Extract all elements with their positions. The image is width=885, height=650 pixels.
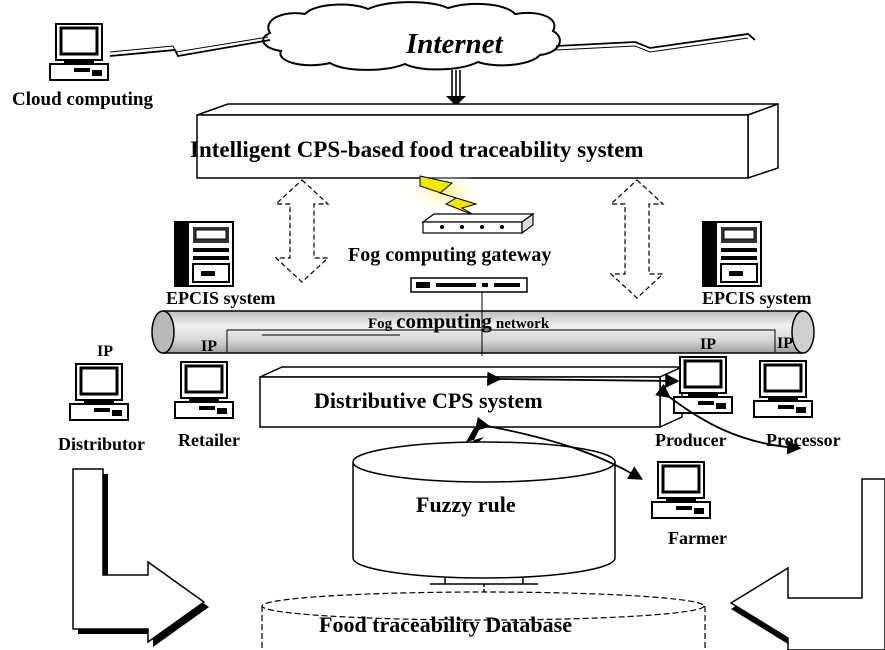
fog-network-prefix: Fog <box>368 316 393 332</box>
database-cylinder <box>261 591 706 650</box>
network-switch-icon <box>410 277 528 293</box>
big-arrow-left <box>72 468 209 647</box>
fuzzy-rule-label: Fuzzy rule <box>416 492 516 517</box>
processor-label: Processor <box>766 430 841 450</box>
distributor-computer-icon <box>68 362 130 422</box>
internet-link-right <box>555 33 756 49</box>
lightning-icon <box>403 172 487 217</box>
retailer-label: Retailer <box>178 430 240 450</box>
fog-network-suffix: network <box>495 316 550 332</box>
router-icon <box>421 212 535 235</box>
cps-system-title: Intelligent CPS-based food traceability … <box>190 137 644 162</box>
fog-network-label: Fog computing network <box>368 311 549 332</box>
cloud-computing-computer-icon <box>48 22 110 82</box>
farmer-computer-icon <box>650 460 712 520</box>
big-arrow-right <box>729 478 885 650</box>
fog-network-main: computing <box>396 309 492 333</box>
fuzzy-rule-cylinder <box>352 441 616 600</box>
fog-network-tube <box>151 292 815 356</box>
connection-arrows <box>475 371 802 480</box>
internet-link-right-2 <box>555 37 749 53</box>
internet-down-arrow <box>446 70 466 106</box>
distributor-label: Distributor <box>58 434 145 454</box>
dashed-double-arrow-right <box>609 179 665 299</box>
ip-label-retailer: IP <box>201 338 217 355</box>
ip-label-producer: IP <box>700 336 716 353</box>
fog-gateway-label: Fog computing gateway <box>348 244 552 266</box>
internet-link-left-2 <box>109 36 269 53</box>
internet-label: Internet <box>406 28 503 60</box>
epcis-right-label: EPCIS system <box>702 288 812 308</box>
cps-system-box <box>196 102 779 180</box>
internet-cloud <box>262 1 561 71</box>
internet-link-left <box>109 39 271 58</box>
database-label: Food traceability Database <box>319 612 572 637</box>
dashed-double-arrow-left <box>274 179 330 283</box>
farmer-label: Farmer <box>668 528 727 548</box>
cloud-computing-label: Cloud computing <box>12 89 153 110</box>
producer-label: Producer <box>655 430 727 450</box>
epcis-left-label: EPCIS system <box>166 288 276 308</box>
ip-label-processor: IP <box>777 335 793 352</box>
epcis-server-left-icon <box>174 221 234 287</box>
ip-label-distributor: IP <box>97 343 113 360</box>
distributive-cps-label: Distributive CPS system <box>314 388 543 413</box>
processor-computer-icon <box>752 359 814 419</box>
retailer-computer-icon <box>173 360 235 420</box>
producer-computer-icon <box>672 355 734 415</box>
epcis-server-right-icon <box>702 221 762 287</box>
